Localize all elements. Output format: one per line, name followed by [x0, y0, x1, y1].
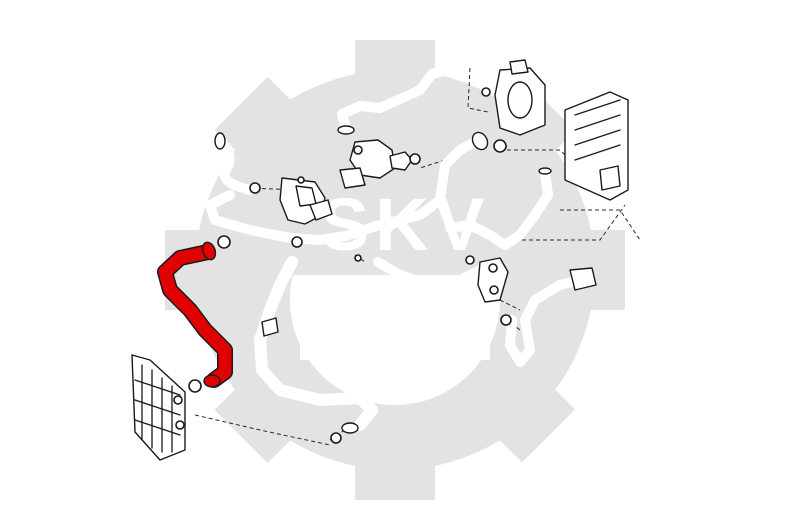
lower-bypass-hose [254, 256, 378, 444]
radiator [131, 354, 186, 461]
gear-icon [165, 40, 625, 500]
watermark-gear-logo: SKV [165, 40, 625, 500]
thermostat-housing [249, 139, 421, 225]
lower-right-hose [445, 167, 553, 250]
heater-core-box [564, 91, 629, 201]
bottom-right-hose [500, 267, 597, 367]
junction-hose [373, 255, 509, 303]
upper-left-hose [214, 132, 255, 195]
expansion-tank [481, 59, 546, 136]
heater-hose-main [205, 131, 507, 262]
leader-lines [154, 67, 641, 446]
red-radiator-hose [157, 235, 233, 393]
top-bypass-hose [337, 61, 467, 135]
